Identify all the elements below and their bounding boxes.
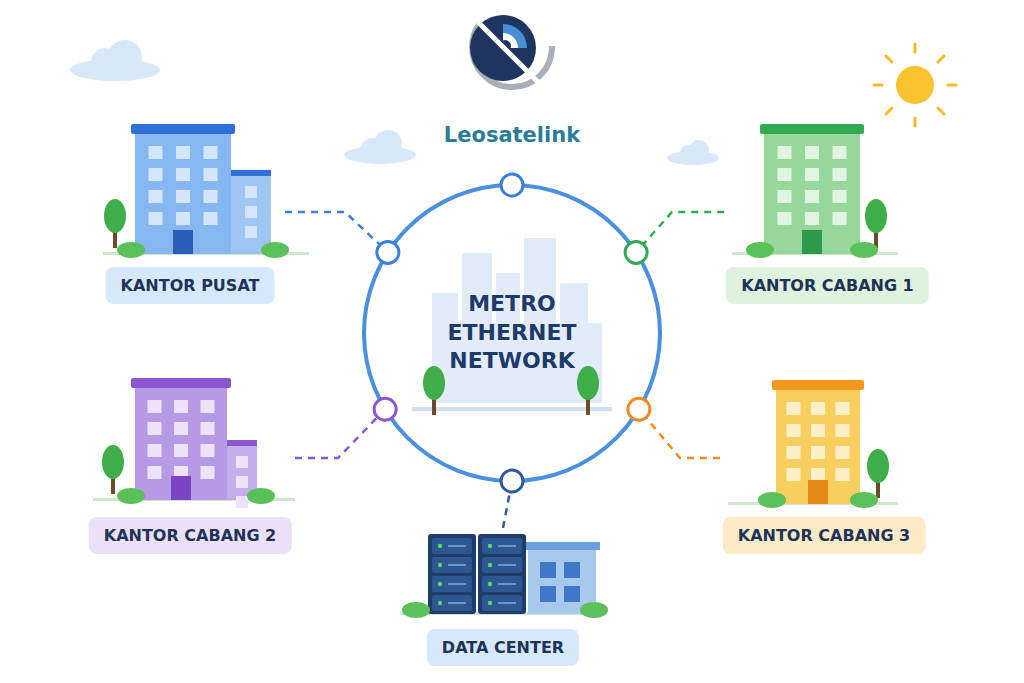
ring-port	[501, 174, 523, 196]
ring-port	[374, 398, 396, 420]
building-illustration	[732, 124, 898, 258]
site-node: KANTOR CABANG 2	[85, 372, 295, 554]
site-label: KANTOR CABANG 2	[89, 517, 292, 554]
sun	[874, 44, 956, 126]
building-illustration	[93, 378, 295, 508]
ring-port	[377, 241, 399, 263]
ring-port	[628, 398, 650, 420]
city-silhouette	[412, 238, 612, 415]
dashed-link	[639, 409, 720, 458]
site-node: KANTOR PUSAT	[95, 112, 285, 304]
ring-title: METRO ETHERNET NETWORK	[437, 290, 587, 376]
building-illustration	[728, 380, 898, 508]
dashed-link	[285, 212, 388, 252]
site-label: KANTOR CABANG 1	[726, 267, 929, 304]
site-node: DATA CENTER	[398, 528, 608, 666]
server-illustration	[400, 534, 608, 618]
site-label: DATA CENTER	[427, 629, 579, 666]
building-illustration	[103, 124, 309, 258]
dashed-link	[295, 409, 385, 458]
network-ring	[364, 185, 660, 481]
logo	[470, 7, 552, 87]
dashed-link	[636, 212, 724, 252]
site-node: KANTOR CABANG 3	[720, 372, 928, 554]
ring-label-wrap: METRO ETHERNET NETWORK	[362, 183, 662, 483]
brand-name: Leosatelink	[0, 123, 1024, 147]
site-label: KANTOR CABANG 3	[723, 517, 926, 554]
network-ring: METRO ETHERNET NETWORK	[362, 183, 662, 483]
site-label: KANTOR PUSAT	[106, 267, 275, 304]
site-node: KANTOR CABANG 1	[724, 112, 931, 304]
ring-port	[625, 241, 647, 263]
ring-port	[501, 470, 523, 492]
